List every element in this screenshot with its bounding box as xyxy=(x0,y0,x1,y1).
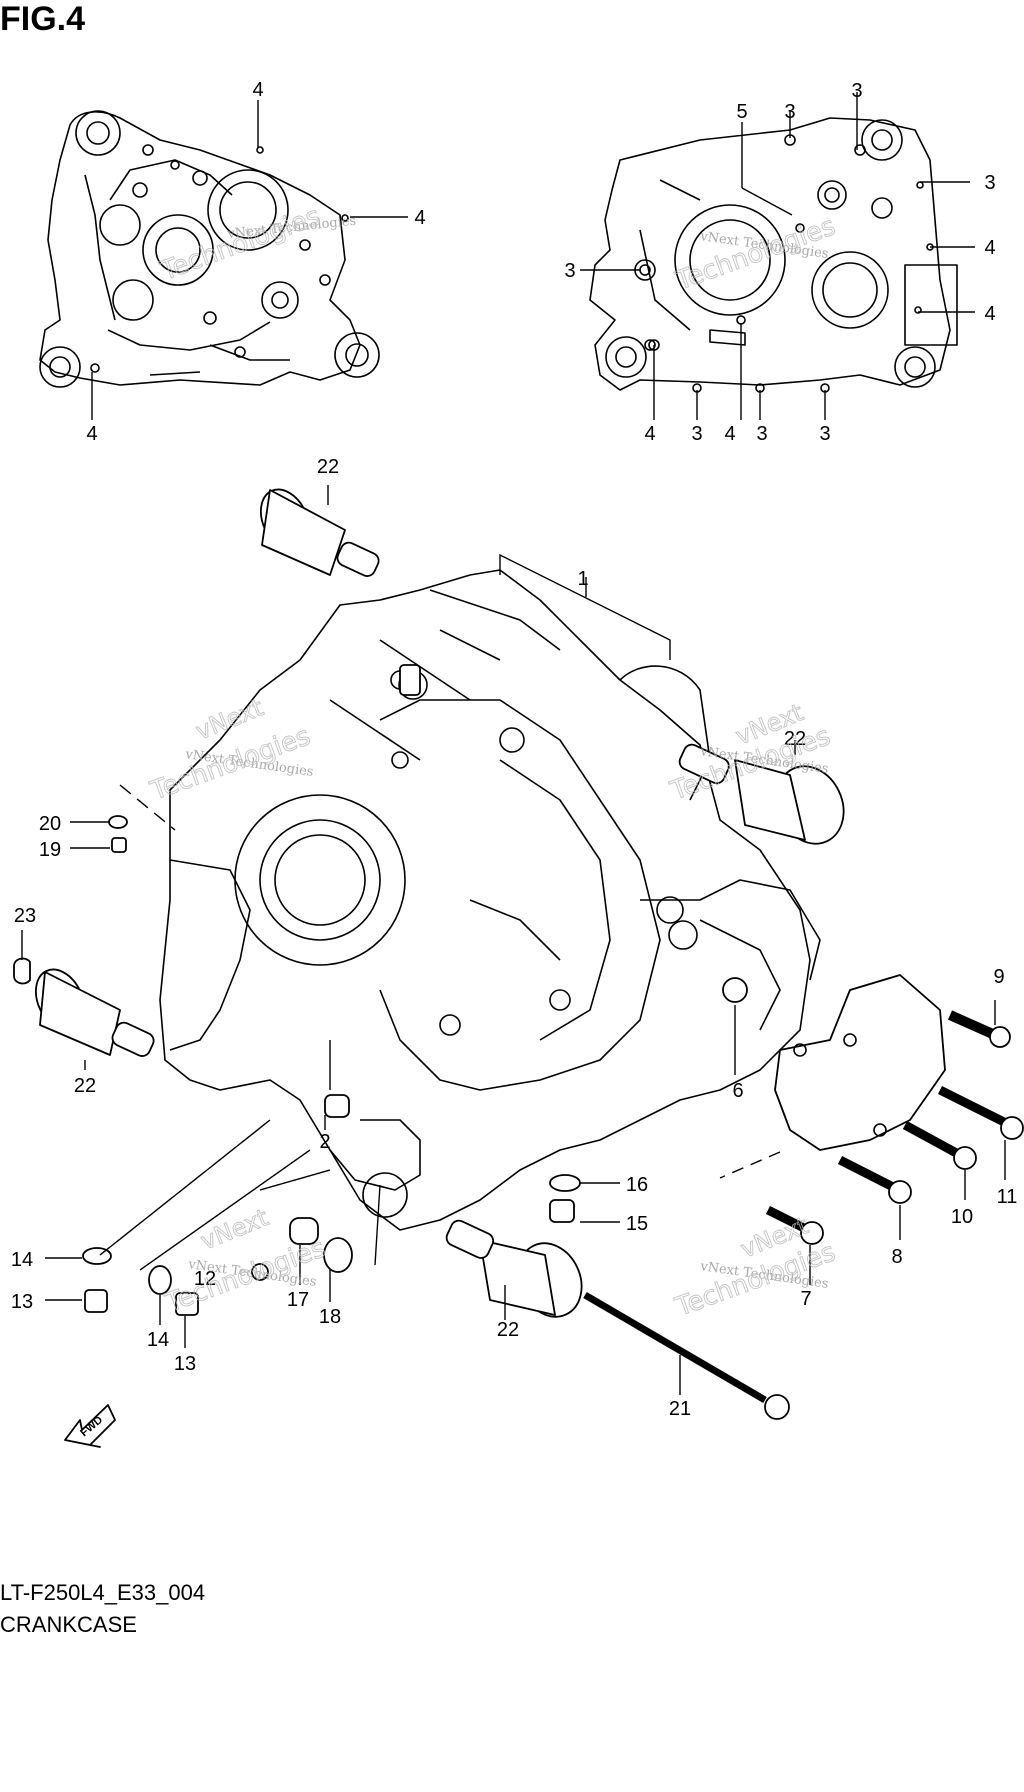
callout-3: 3 xyxy=(756,423,767,445)
callout-18: 18 xyxy=(319,1306,341,1328)
callout-13: 13 xyxy=(11,1291,33,1313)
callout-4: 4 xyxy=(644,423,655,445)
small-parts xyxy=(13,815,748,1316)
callout-15: 15 xyxy=(626,1213,648,1235)
callout-4: 4 xyxy=(984,237,995,259)
bolt-7 xyxy=(765,1205,824,1245)
callout-3: 3 xyxy=(784,101,795,123)
callout-4: 4 xyxy=(984,303,995,325)
callout-5: 5 xyxy=(736,101,747,123)
callout-3: 3 xyxy=(984,172,995,194)
left-crankcase-half-view xyxy=(39,100,408,420)
callout-12: 12 xyxy=(194,1268,216,1290)
filter-22-upper-right xyxy=(678,743,845,845)
callout-1: 1 xyxy=(577,568,588,590)
bolt-11 xyxy=(937,1085,1024,1140)
callout-3: 3 xyxy=(851,80,862,102)
side-cover xyxy=(774,974,946,1151)
callout-16: 16 xyxy=(626,1174,648,1196)
callout-9: 9 xyxy=(993,966,1004,988)
figure-title: FIG.4 xyxy=(0,0,86,38)
bolt-9 xyxy=(947,1010,1011,1048)
fwd-arrow-icon: FWD xyxy=(64,1404,116,1448)
bolt-8 xyxy=(837,1155,912,1204)
callout-labels: 4 4 4 5 3 3 3 4 4 3 4 3 4 3 3 22 1 22 20… xyxy=(11,79,1018,1420)
filter-22-left xyxy=(35,968,155,1057)
diagram-code: LT-F250L4_E33_004 xyxy=(0,1580,206,1605)
callout-22: 22 xyxy=(317,456,339,478)
filter-22-bottom xyxy=(445,1219,583,1318)
callout-7: 7 xyxy=(800,1288,811,1310)
callout-20: 20 xyxy=(39,813,61,835)
watermark-group: vNext Technologies Technologies vNext Te… xyxy=(146,201,840,1324)
callout-6: 6 xyxy=(732,1080,743,1102)
watermark-text: vNext xyxy=(192,693,268,745)
callout-4: 4 xyxy=(724,423,735,445)
callout-4: 4 xyxy=(252,79,263,101)
main-crankcase-assembly xyxy=(159,553,821,1231)
callout-13: 13 xyxy=(174,1353,196,1375)
bolt-10 xyxy=(902,1121,977,1170)
callout-4: 4 xyxy=(86,423,97,445)
callout-19: 19 xyxy=(39,839,61,861)
filter-22-top xyxy=(260,488,380,577)
right-crankcase-half-view xyxy=(580,92,975,420)
callout-22: 22 xyxy=(497,1319,519,1341)
callout-21: 21 xyxy=(669,1398,691,1420)
callout-22: 22 xyxy=(784,728,806,750)
callout-23: 23 xyxy=(14,905,36,927)
callout-17: 17 xyxy=(287,1289,309,1311)
callout-14: 14 xyxy=(11,1249,33,1271)
callout-11: 11 xyxy=(997,1186,1018,1208)
callout-10: 10 xyxy=(951,1206,973,1228)
callout-3: 3 xyxy=(819,423,830,445)
diagram-caption: CRANKCASE xyxy=(0,1612,137,1637)
callout-3: 3 xyxy=(691,423,702,445)
callout-4: 4 xyxy=(414,207,425,229)
alignment-lines xyxy=(99,784,781,1271)
callout-3: 3 xyxy=(564,260,575,282)
watermark-text: Technologies xyxy=(156,201,324,287)
callout-8: 8 xyxy=(891,1246,902,1268)
leader-lines xyxy=(21,485,1006,1395)
callout-2: 2 xyxy=(319,1131,330,1153)
watermark-text: vNext xyxy=(197,1203,273,1255)
callout-14: 14 xyxy=(147,1329,169,1351)
bolt-21 xyxy=(583,1291,790,1420)
callout-22: 22 xyxy=(74,1075,96,1097)
